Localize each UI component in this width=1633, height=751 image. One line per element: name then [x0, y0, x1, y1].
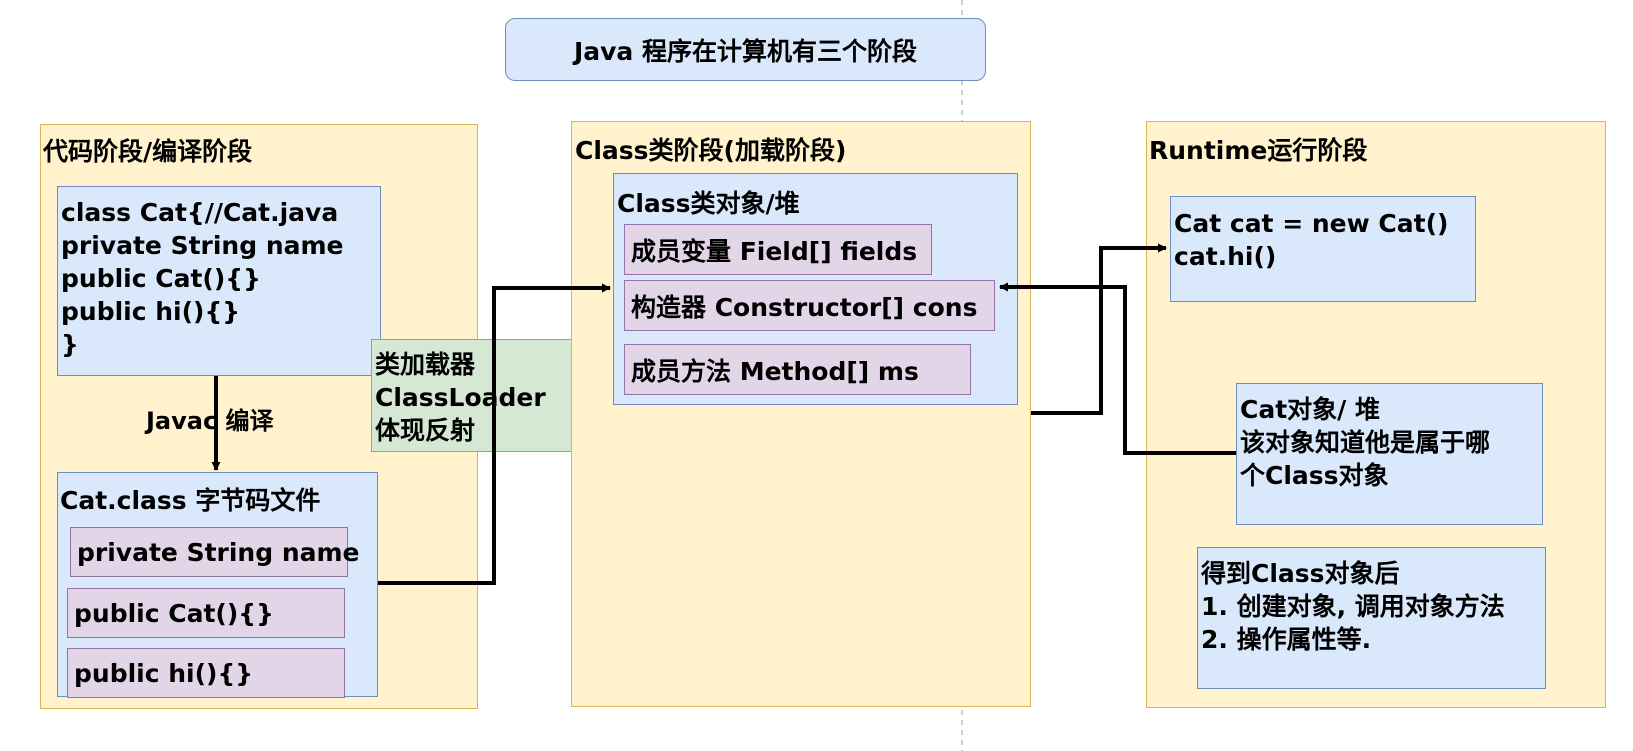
member-constructors: 构造器 Constructor[] cons — [624, 280, 995, 331]
cat-object-line: 该对象知道他是属于哪 — [1240, 428, 1491, 457]
member-methods: 成员方法 Method[] ms — [624, 344, 971, 395]
source-line: private String name — [61, 231, 344, 260]
stage-code-compile-title: 代码阶段/编译阶段 — [43, 137, 253, 166]
cat-object-line: 个Class对象 — [1240, 461, 1389, 490]
source-code-lines: class Cat{//Cat.java private String name… — [61, 196, 344, 361]
after-line: 2. 操作属性等. — [1201, 625, 1372, 654]
source-code-box: class Cat{//Cat.java private String name… — [57, 186, 381, 376]
source-line: public hi(){} — [61, 297, 241, 326]
cat-object-box: Cat对象/ 堆 该对象知道他是属于哪 个Class对象 — [1236, 383, 1543, 525]
runtime-code-text: Cat cat = new Cat() cat.hi() — [1174, 207, 1448, 273]
runtime-code-line: cat.hi() — [1174, 242, 1277, 271]
member-label: 成员方法 Method[] ms — [631, 356, 919, 386]
bytecode-file-title: Cat.class 字节码文件 — [60, 486, 321, 515]
classloader-line: ClassLoader — [375, 383, 546, 412]
classloader-line: 类加载器 — [375, 350, 476, 379]
source-line: } — [61, 330, 79, 359]
stage-runtime-title: Runtime运行阶段 — [1149, 136, 1368, 165]
cat-object-line: Cat对象/ 堆 — [1240, 395, 1381, 424]
runtime-code-box: Cat cat = new Cat() cat.hi() — [1170, 196, 1476, 302]
member-label: 成员变量 Field[] fields — [631, 236, 918, 266]
after-line: 1. 创建对象, 调用对象方法 — [1201, 592, 1505, 621]
diagram-title-box: Java 程序在计算机有三个阶段 — [505, 18, 986, 81]
bytecode-item-constructor: public Cat(){} — [67, 588, 345, 638]
source-line: class Cat{//Cat.java — [61, 198, 339, 227]
class-object-title: Class类对象/堆 — [617, 189, 800, 218]
bytecode-item-label: public Cat(){} — [74, 598, 274, 628]
classloader-text: 类加载器 ClassLoader 体现反射 — [375, 348, 546, 447]
cat-object-text: Cat对象/ 堆 该对象知道他是属于哪 个Class对象 — [1240, 393, 1490, 492]
bytecode-item-method: public hi(){} — [67, 648, 345, 698]
bytecode-item-label: public hi(){} — [74, 658, 254, 688]
runtime-code-line: Cat cat = new Cat() — [1174, 209, 1449, 238]
bytecode-item-label: private String name — [77, 537, 360, 567]
source-line: public Cat(){} — [61, 264, 261, 293]
diagram-title: Java 程序在计算机有三个阶段 — [573, 36, 918, 66]
stage-class-loading-title: Class类阶段(加载阶段) — [575, 136, 847, 165]
classloader-line: 体现反射 — [375, 416, 476, 445]
member-fields: 成员变量 Field[] fields — [624, 224, 932, 275]
after-line: 得到Class对象后 — [1201, 559, 1400, 588]
classloader-box: 类加载器 ClassLoader 体现反射 — [371, 339, 581, 452]
bytecode-item-field: private String name — [70, 527, 360, 577]
javac-compile-label: Javac 编译 — [146, 407, 274, 435]
member-label: 构造器 Constructor[] cons — [631, 292, 978, 322]
after-class-object-text: 得到Class对象后 1. 创建对象, 调用对象方法 2. 操作属性等. — [1201, 557, 1505, 656]
after-class-object-box: 得到Class对象后 1. 创建对象, 调用对象方法 2. 操作属性等. — [1197, 547, 1546, 689]
